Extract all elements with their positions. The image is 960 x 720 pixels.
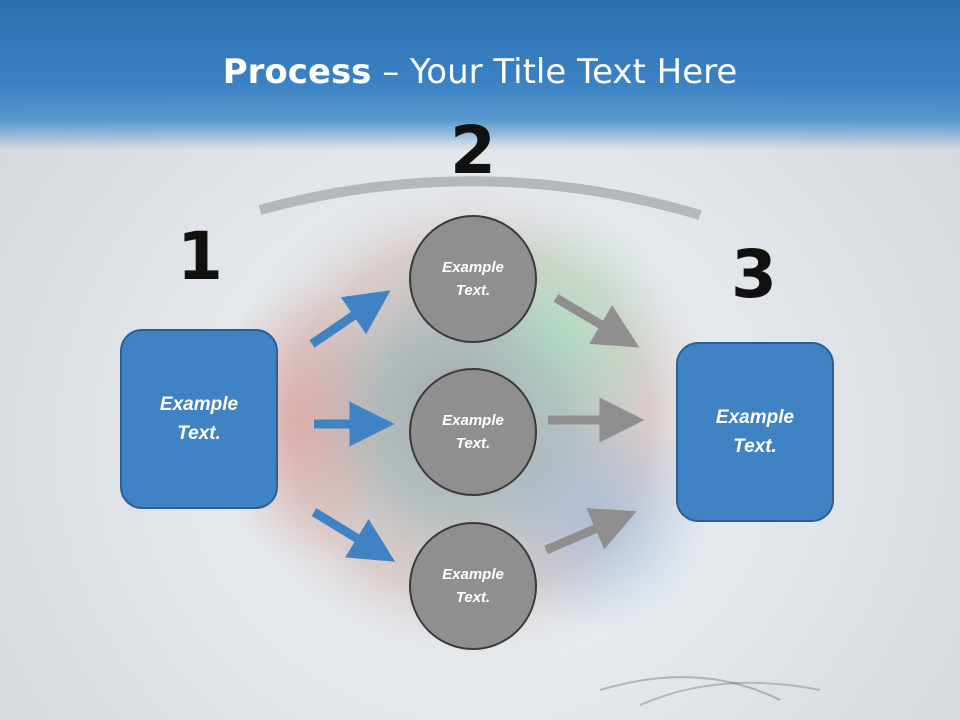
step-3-box: Example Text. bbox=[676, 342, 834, 522]
arrow-up-right-blue bbox=[309, 290, 391, 348]
step-number-2: 2 bbox=[450, 112, 496, 189]
slide-title: Process – Your Title Text Here bbox=[0, 52, 960, 92]
step-number-1: 1 bbox=[177, 218, 223, 295]
arrow-down-right-gray bbox=[553, 294, 640, 348]
step-1-box-text: Example Text. bbox=[159, 394, 239, 444]
step-3-box-text: Example Text. bbox=[715, 407, 795, 457]
step-2-circle-bottom: Example Text. bbox=[409, 522, 537, 650]
step-2-circle-middle: Example Text. bbox=[409, 368, 537, 496]
arrow-down-right-blue bbox=[311, 508, 396, 562]
circle-top-text: Example Text. bbox=[442, 259, 504, 299]
title-rest: – Your Title Text Here bbox=[371, 52, 738, 92]
arrow-up-right-gray bbox=[544, 508, 637, 555]
circle-middle-text: Example Text. bbox=[442, 412, 504, 452]
step-2-circle-top: Example Text. bbox=[409, 215, 537, 343]
step-number-3: 3 bbox=[731, 236, 777, 313]
title-bar bbox=[0, 0, 960, 150]
title-bold: Process bbox=[222, 52, 372, 92]
step-1-box: Example Text. bbox=[120, 329, 278, 509]
circle-bottom-text: Example Text. bbox=[442, 566, 504, 606]
